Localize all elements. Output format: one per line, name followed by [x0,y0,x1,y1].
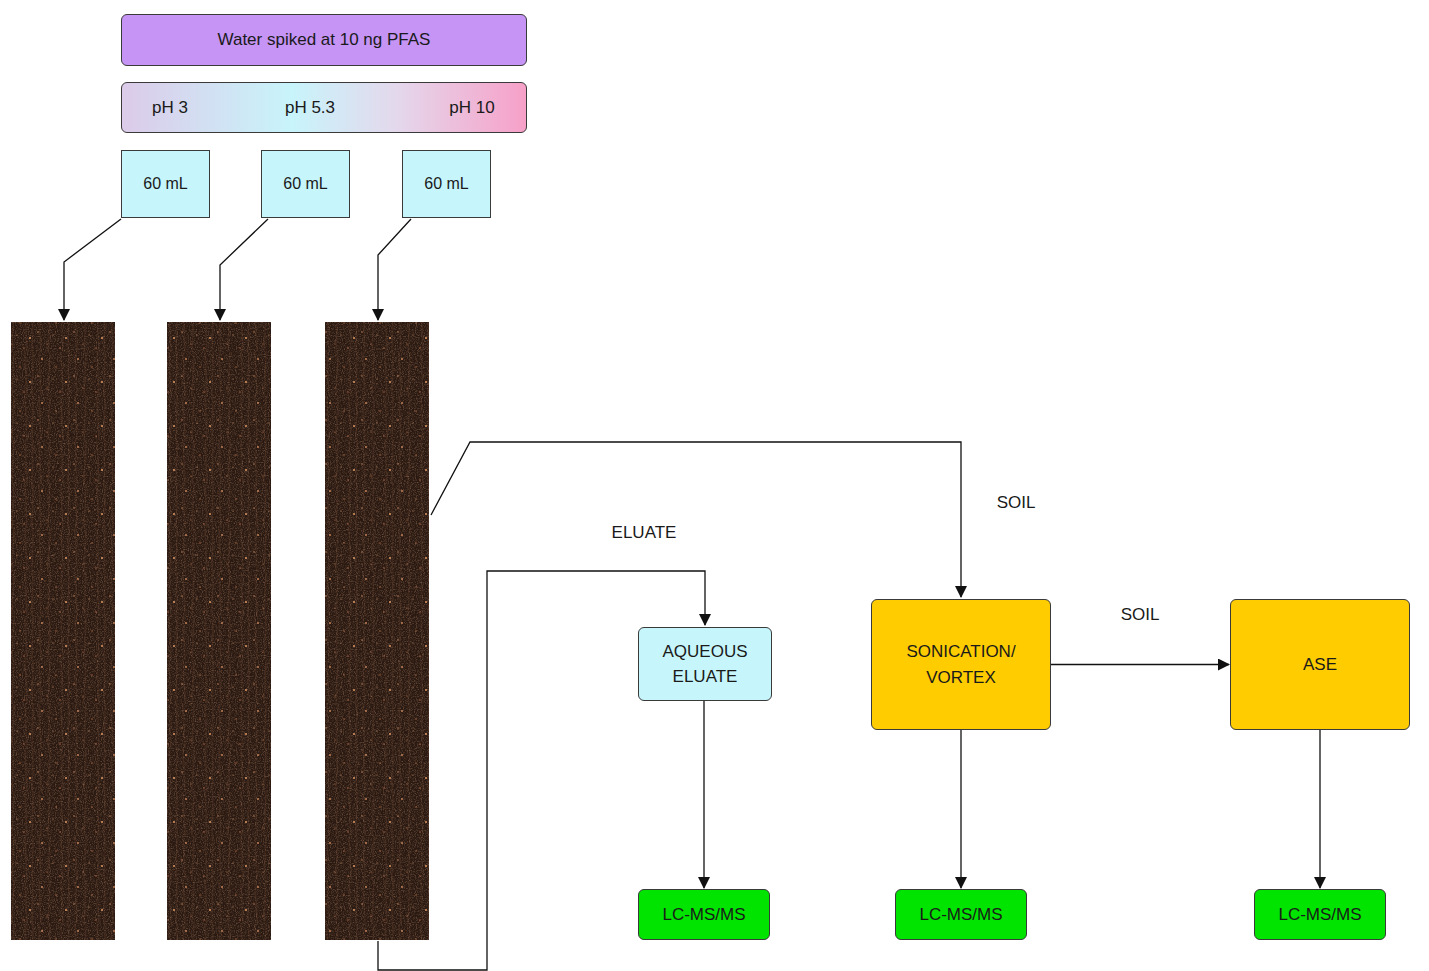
node-text: LC-MS/MS [1278,902,1361,928]
node-text: AQUEOUS ELUATE [646,639,764,690]
node-text: LC-MS/MS [662,902,745,928]
node-text: pH 5.3 [285,95,335,121]
spike-band: Water spiked at 10 ng PFAS [121,14,527,66]
volume-box: 60 mL [402,150,491,218]
analysis-box: LC-MS/MS [638,889,770,940]
node-text: pH 10 [449,95,494,121]
volume-box: 60 mL [261,150,350,218]
ph-band: pH 3 pH 5.3 pH 10 [121,82,527,133]
analysis-box: LC-MS/MS [1254,889,1386,940]
flow-arrow [1319,730,1320,888]
node-text: Water spiked at 10 ng PFAS [218,27,431,53]
flow-label: SOIL [994,493,1039,513]
eluate-box: AQUEOUS ELUATE [638,627,772,701]
flow-arrow [1051,664,1229,665]
node-text: pH 3 [152,95,188,121]
edge-label: SOIL [1118,605,1163,625]
node-text: 60 mL [143,172,187,196]
node-text: SONICATION/ VORTEX [886,639,1036,690]
node-text: 60 mL [283,172,327,196]
flow-arrow [960,730,961,888]
process-box: SONICATION/ VORTEX [871,599,1051,730]
flow-arrow [703,701,704,888]
process-box: ASE [1230,599,1410,730]
node-text: ASE [1303,652,1337,678]
flow-label: ELUATE [609,523,680,543]
analysis-box: LC-MS/MS [895,889,1027,940]
node-text: LC-MS/MS [919,902,1002,928]
volume-box: 60 mL [121,150,210,218]
node-text: 60 mL [424,172,468,196]
